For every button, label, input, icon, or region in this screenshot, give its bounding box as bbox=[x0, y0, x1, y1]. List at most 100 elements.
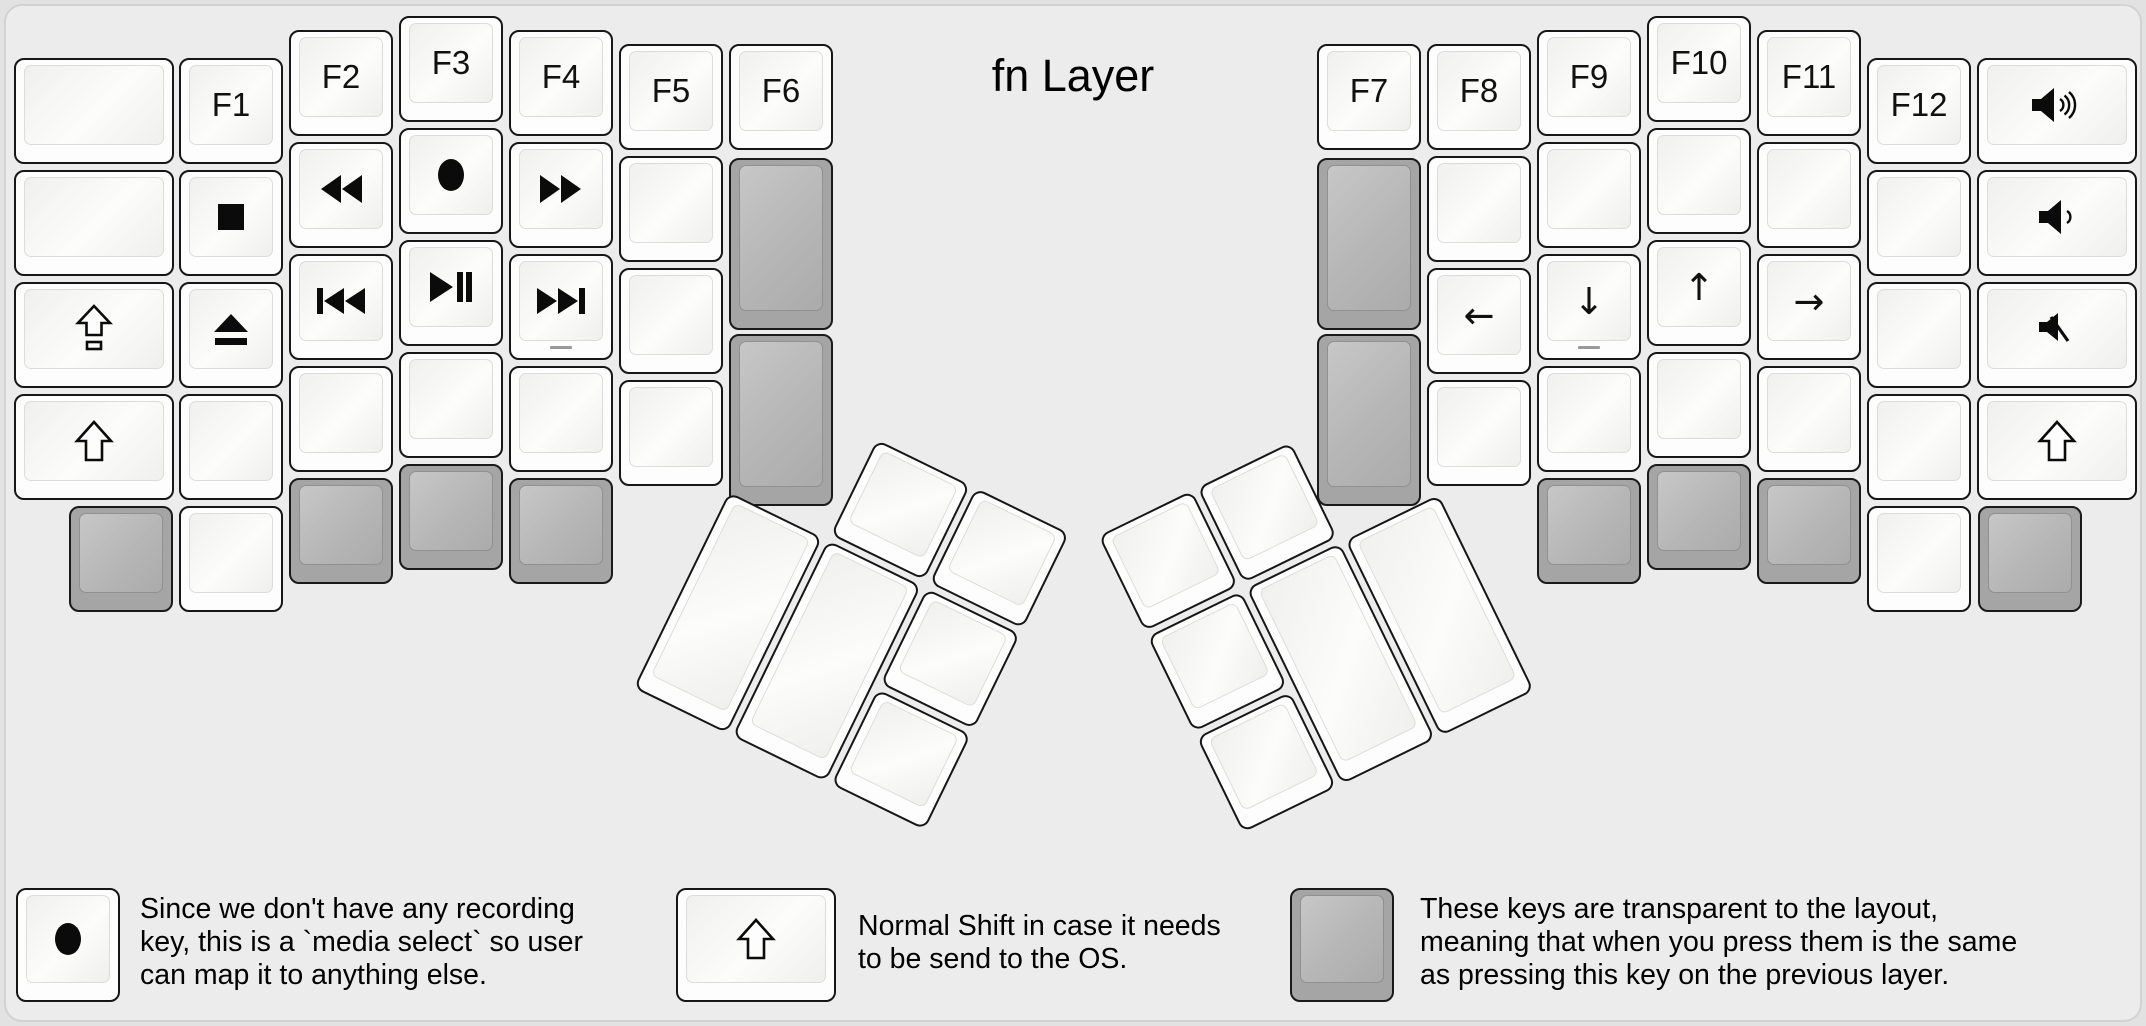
key-stop[interactable] bbox=[179, 170, 283, 276]
key-blank[interactable] bbox=[1757, 142, 1861, 248]
key-transparent[interactable] bbox=[1317, 334, 1421, 506]
key-f1[interactable]: F1 bbox=[179, 58, 283, 164]
volume-down-icon bbox=[2039, 200, 2075, 234]
key-transparent[interactable] bbox=[69, 506, 173, 612]
key-transparent[interactable] bbox=[1647, 464, 1751, 570]
key-blank[interactable] bbox=[1867, 170, 1971, 276]
keycap bbox=[1209, 452, 1320, 562]
key-f9[interactable]: F9 bbox=[1537, 30, 1641, 136]
key-blank[interactable] bbox=[1757, 366, 1861, 472]
key-blank[interactable] bbox=[619, 380, 723, 486]
keycap bbox=[739, 341, 823, 487]
key-volume-down[interactable] bbox=[1977, 170, 2137, 276]
key-f11[interactable]: F11 bbox=[1757, 30, 1861, 136]
key-blank[interactable] bbox=[179, 506, 283, 612]
keycap bbox=[409, 247, 493, 327]
key-transparent[interactable] bbox=[1290, 888, 1394, 1002]
keycap bbox=[1547, 485, 1631, 565]
keycap bbox=[189, 289, 273, 369]
key-shift[interactable] bbox=[14, 394, 174, 500]
key-blank[interactable] bbox=[619, 268, 723, 374]
key-blank[interactable] bbox=[1427, 156, 1531, 262]
key-shift[interactable] bbox=[676, 888, 836, 1002]
key-f8[interactable]: F8 bbox=[1427, 44, 1531, 150]
key-transparent[interactable] bbox=[509, 478, 613, 584]
key-eject[interactable] bbox=[179, 282, 283, 388]
volume-mute-icon bbox=[2037, 311, 2077, 347]
keycap: F12 bbox=[1877, 65, 1961, 145]
key-blank[interactable] bbox=[399, 352, 503, 458]
rewind-icon bbox=[320, 175, 362, 203]
key-next-track[interactable] bbox=[509, 254, 613, 360]
key-transparent[interactable] bbox=[1537, 478, 1641, 584]
key-record[interactable] bbox=[16, 888, 120, 1002]
key-blank[interactable] bbox=[1647, 352, 1751, 458]
keycap bbox=[1657, 135, 1741, 215]
key-blank[interactable] bbox=[1427, 380, 1531, 486]
key-blank[interactable] bbox=[289, 366, 393, 472]
keycap bbox=[1767, 485, 1851, 565]
key-record[interactable] bbox=[399, 128, 503, 234]
key-f4[interactable]: F4 bbox=[509, 30, 613, 136]
key-prev-track[interactable] bbox=[289, 254, 393, 360]
keycap bbox=[519, 373, 603, 453]
key-transparent[interactable] bbox=[729, 158, 833, 330]
key-f12[interactable]: F12 bbox=[1867, 58, 1971, 164]
key-blank[interactable] bbox=[1647, 128, 1751, 234]
keycap bbox=[409, 471, 493, 551]
legend-transparent-note: These keys are transparent to the layout… bbox=[1420, 893, 2017, 992]
key-arrow-down[interactable]: ↓ bbox=[1537, 254, 1641, 360]
key-blank[interactable] bbox=[1537, 142, 1641, 248]
key-blank[interactable] bbox=[179, 394, 283, 500]
key-transparent[interactable] bbox=[1978, 506, 2082, 612]
key-transparent[interactable] bbox=[1757, 478, 1861, 584]
key-f5[interactable]: F5 bbox=[619, 44, 723, 150]
keycap bbox=[1547, 149, 1631, 229]
key-fast-forward[interactable] bbox=[509, 142, 613, 248]
keycap: F1 bbox=[189, 65, 273, 145]
keycap bbox=[24, 401, 164, 481]
play-pause-icon bbox=[430, 272, 472, 302]
key-blank[interactable] bbox=[1867, 506, 1971, 612]
key-arrow-up[interactable]: ↑ bbox=[1647, 240, 1751, 346]
keycap bbox=[1877, 289, 1961, 369]
keycap bbox=[299, 373, 383, 453]
homing-bar bbox=[1578, 346, 1600, 349]
arrow-up-icon: ↑ bbox=[1683, 265, 1715, 309]
key-blank[interactable] bbox=[1867, 394, 1971, 500]
keycap bbox=[848, 699, 960, 809]
key-caps-lock[interactable] bbox=[14, 282, 174, 388]
key-blank[interactable] bbox=[14, 170, 174, 276]
key-arrow-left[interactable]: ← bbox=[1427, 268, 1531, 374]
key-play-pause[interactable] bbox=[399, 240, 503, 346]
next-track-icon bbox=[537, 287, 585, 315]
key-f6[interactable]: F6 bbox=[729, 44, 833, 150]
key-rewind[interactable] bbox=[289, 142, 393, 248]
keycap: F8 bbox=[1437, 51, 1521, 131]
key-f7[interactable]: F7 bbox=[1317, 44, 1421, 150]
key-arrow-right[interactable]: → bbox=[1757, 254, 1861, 360]
key-blank[interactable] bbox=[1867, 282, 1971, 388]
key-blank[interactable] bbox=[14, 58, 174, 164]
keycap bbox=[1877, 401, 1961, 481]
keycap: F6 bbox=[739, 51, 823, 131]
keycap bbox=[897, 599, 1009, 708]
key-f10[interactable]: F10 bbox=[1647, 16, 1751, 122]
key-blank[interactable] bbox=[1537, 366, 1641, 472]
key-transparent[interactable] bbox=[1317, 158, 1421, 330]
key-blank[interactable] bbox=[619, 156, 723, 262]
keycap bbox=[189, 177, 273, 257]
key-volume-mute[interactable] bbox=[1977, 282, 2137, 388]
key-volume-up[interactable] bbox=[1977, 58, 2137, 164]
key-transparent[interactable] bbox=[729, 334, 833, 506]
legend-line: Normal Shift in case it needs bbox=[858, 910, 1221, 942]
legend-line: can map it to anything else. bbox=[140, 959, 487, 991]
key-f3[interactable]: F3 bbox=[399, 16, 503, 122]
key-shift[interactable] bbox=[1977, 394, 2137, 500]
key-blank[interactable] bbox=[509, 366, 613, 472]
key-transparent[interactable] bbox=[399, 464, 503, 570]
key-transparent[interactable] bbox=[289, 478, 393, 584]
key-label: F3 bbox=[431, 44, 471, 81]
key-f2[interactable]: F2 bbox=[289, 30, 393, 136]
